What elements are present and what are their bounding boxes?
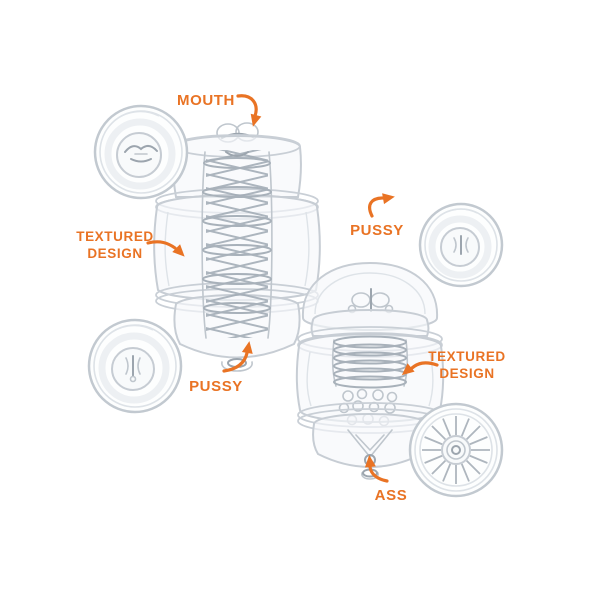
ass-inset bbox=[408, 402, 504, 498]
mouth-inset bbox=[93, 104, 189, 200]
dome-inner-wall bbox=[314, 272, 426, 315]
refraction-line bbox=[306, 351, 312, 407]
stroker-right-internal-coil bbox=[331, 335, 409, 389]
mouth-label: MOUTH bbox=[177, 92, 235, 109]
ass-arrow bbox=[364, 455, 389, 483]
pussy-left-arrow bbox=[222, 341, 253, 373]
stroker-right-neck bbox=[310, 309, 430, 337]
stroker-left-internal-texture bbox=[201, 150, 273, 339]
callout-arrows bbox=[146, 94, 439, 483]
textured-right-label-line2: DESIGN bbox=[439, 366, 494, 381]
ass-inset-texture bbox=[421, 416, 491, 484]
pussy-inset-right bbox=[418, 202, 504, 288]
mouth-arrow bbox=[236, 94, 262, 127]
textured-left-label-line1: TEXTURED bbox=[76, 229, 154, 244]
pussy-left-label: PUSSY bbox=[189, 378, 243, 395]
ass-label: ASS bbox=[375, 487, 408, 504]
textured-right-arrow bbox=[401, 361, 439, 376]
pussy-right-label: PUSSY bbox=[350, 222, 404, 239]
textured-left-arrow bbox=[146, 240, 185, 257]
textured-left-label-line2: DESIGN bbox=[87, 246, 142, 261]
pussy-right-arrow bbox=[368, 193, 395, 218]
refraction-line bbox=[164, 211, 170, 287]
mouth-inset-texture bbox=[124, 145, 158, 163]
refraction-line bbox=[428, 351, 434, 407]
pussy-inset-left bbox=[87, 318, 183, 414]
textured-right-label-line1: TEXTURED bbox=[428, 349, 506, 364]
pussy-inset-left-texture bbox=[125, 355, 141, 383]
refraction-line bbox=[304, 211, 310, 287]
pussy-inset-right-texture bbox=[453, 235, 469, 255]
callout-labels: MOUTH TEXTURED DESIGN PUSSY PUSSY TEXTUR… bbox=[76, 92, 506, 504]
stroker-right bbox=[295, 261, 445, 480]
